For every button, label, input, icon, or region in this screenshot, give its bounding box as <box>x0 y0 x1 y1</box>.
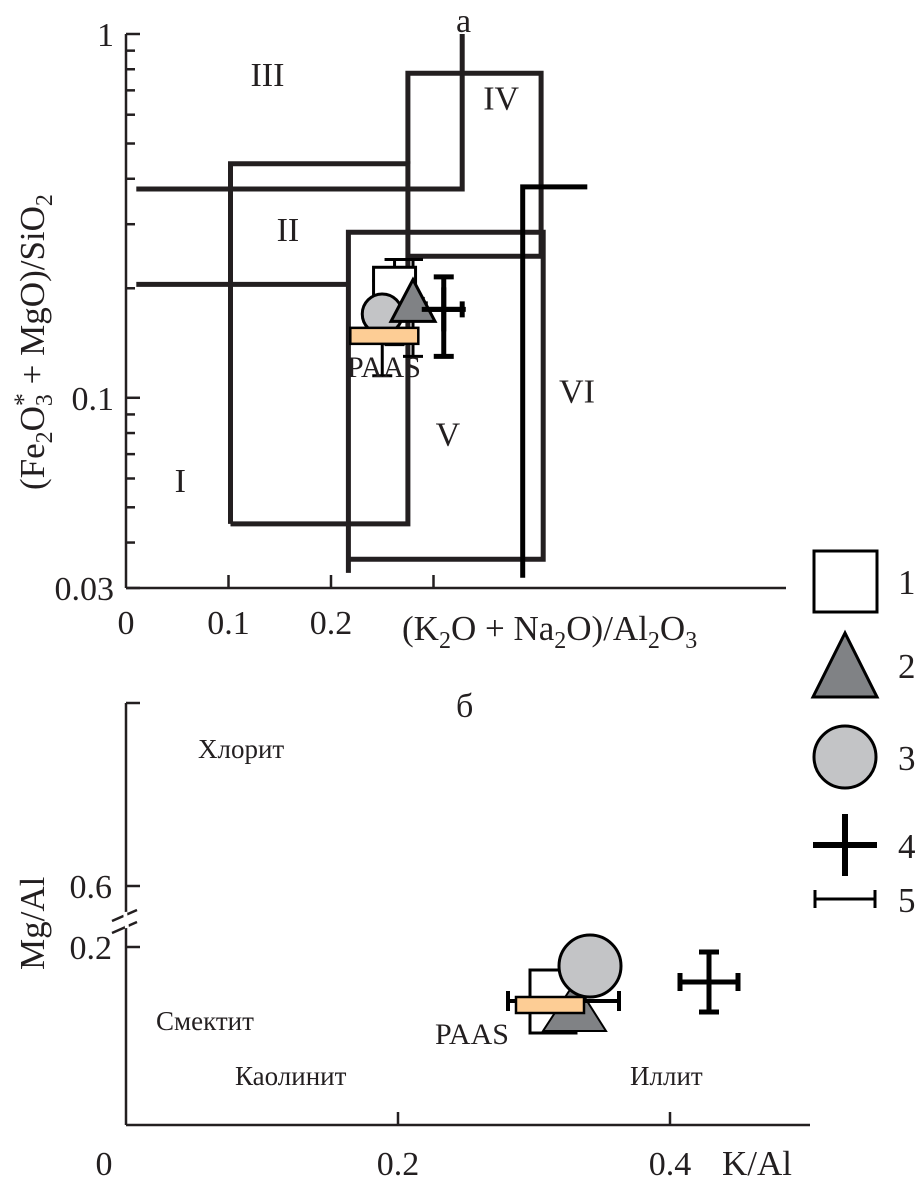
legend-label: 3 <box>898 739 916 778</box>
y-tick-label-a: 0.1 <box>72 381 115 418</box>
y-tick-label-a: 0.03 <box>55 571 115 608</box>
legend-item-2: 2 <box>810 629 916 699</box>
field-III-boundary <box>136 34 465 192</box>
field-VI-boundary <box>520 184 588 578</box>
legend-item-3: 3 <box>812 724 916 790</box>
x-tick-label-b: 0 <box>96 1146 113 1183</box>
ticks-a: 1 0.1 0.030 0.1 0.2 <box>55 17 435 642</box>
field-label-II: II <box>277 212 300 249</box>
field-label-III: III <box>250 57 284 94</box>
classification-fields <box>136 34 588 578</box>
field-label-IV: IV <box>483 81 519 118</box>
field-IV-box <box>405 70 544 257</box>
mineral-label: Смектит <box>156 1006 254 1036</box>
y-tick-label-a: 1 <box>97 17 114 54</box>
data-points-b <box>506 933 741 1035</box>
marker-PAAS <box>349 326 420 346</box>
x-tick-label-a: 0.2 <box>310 605 353 642</box>
data-points-a <box>349 257 466 378</box>
ticks-b: 0.2 0.6 0 0.2 0.4 <box>70 869 692 1183</box>
x-tick-label-a: 0.1 <box>207 605 250 642</box>
legend-label: 2 <box>898 647 916 686</box>
marker-3 <box>557 933 623 999</box>
x-tick-label-b: 0.2 <box>377 1146 420 1183</box>
field-label-VI: VI <box>559 374 595 411</box>
x-axis-title-a: (K2O + Na2O)/Al2O3 <box>402 609 697 654</box>
y-axis-title-b: Mg/Al <box>13 876 52 970</box>
panel-b-label: б <box>456 688 473 725</box>
x-axis-title-b: K/Al <box>722 1144 792 1183</box>
x-tick-label-b: 0.4 <box>649 1146 692 1183</box>
y-axis-title-a: (Fe2O3* + MgO)/SiO2 <box>9 194 58 490</box>
legend: 1 2 3 4 5 <box>810 549 916 920</box>
paas-label-a: PAAS <box>347 351 421 384</box>
legend-item-5: 5 <box>813 881 916 920</box>
legend-label: 1 <box>898 563 916 602</box>
panel-a-label: а <box>456 3 471 40</box>
axis-break-gap <box>123 911 129 929</box>
legend-item-1: 1 <box>812 549 916 614</box>
legend-triangle-icon <box>810 629 880 699</box>
axes-b <box>111 701 810 1127</box>
paas-label-b: PAAS <box>435 1018 509 1051</box>
mineral-label: Хлорит <box>198 734 284 764</box>
y-tick-label-b: 0.2 <box>70 930 113 967</box>
legend-label: 5 <box>898 881 916 920</box>
mineral-label: Каолинит <box>235 1061 347 1091</box>
field-label-V: V <box>436 416 461 453</box>
field-V-box <box>345 229 546 573</box>
legend-square-icon <box>812 549 879 614</box>
legend-label: 4 <box>898 827 916 866</box>
y-tick-label-b: 0.6 <box>70 869 113 906</box>
mineral-label: Иллит <box>630 1061 703 1091</box>
legend-item-4: 4 <box>813 814 916 876</box>
axes-a <box>124 34 786 590</box>
x-tick-label-a: 0 <box>118 605 135 642</box>
field-label-I: I <box>175 463 186 500</box>
legend-circle-icon <box>812 724 878 790</box>
marker-PAAS <box>514 995 586 1015</box>
axis-break-mark <box>111 920 138 935</box>
